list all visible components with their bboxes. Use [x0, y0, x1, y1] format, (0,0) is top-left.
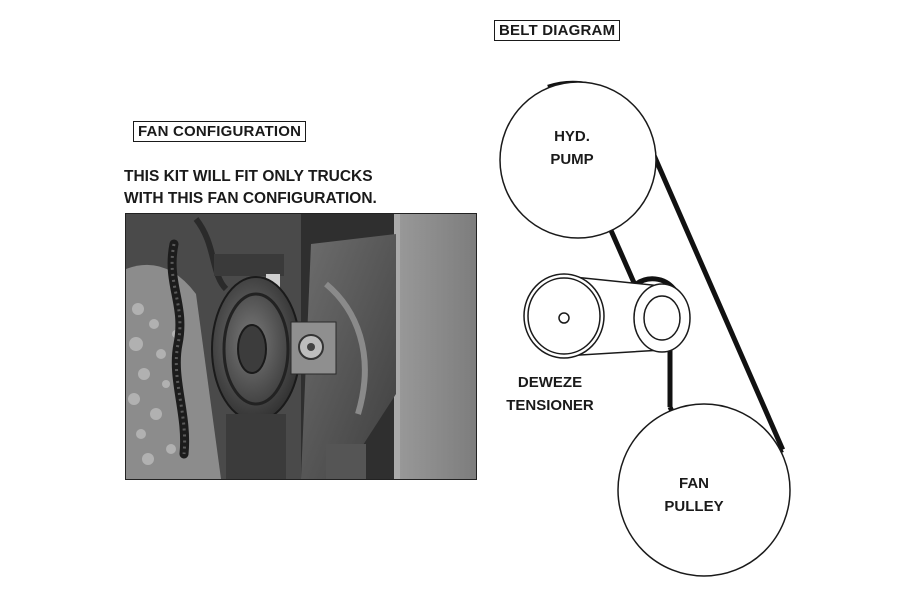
- pump-label-line-1: HYD.: [554, 128, 590, 145]
- tensioner-label-line-2: TENSIONER: [506, 397, 594, 414]
- fan-pulley-label-line-1: FAN: [679, 475, 709, 492]
- kit-note-line-2: WITH THIS FAN CONFIGURATION.: [124, 190, 377, 207]
- kit-note-line-1: THIS KIT WILL FIT ONLY TRUCKS: [124, 168, 373, 185]
- kit-fit-note: THIS KIT WILL FIT ONLY TRUCKS WITH THIS …: [124, 166, 377, 210]
- belt-routing-diagram: [499, 80, 791, 577]
- tensioner-body-face: [527, 277, 601, 355]
- belt-outer-run: [649, 149, 785, 451]
- tensioner-label-line-1: DEWEZE: [517, 374, 583, 391]
- fan-configuration-photo: [125, 213, 477, 480]
- hydraulic-pump-pulley: [499, 81, 657, 239]
- fan-pulley-label-line-2: PULLEY: [664, 498, 724, 515]
- belt-diagram-title: BELT DIAGRAM: [494, 20, 621, 41]
- tensioner-pivot-hole: [558, 312, 570, 324]
- fan-configuration-title: FAN CONFIGURATION: [133, 121, 307, 142]
- hydraulic-pump-label: HYD. PUMP: [536, 125, 608, 171]
- pump-label-line-2: PUMP: [550, 151, 594, 168]
- tensioner-label: DEWEZE TENSIONER: [492, 371, 608, 417]
- fan-pulley-label: FAN PULLEY: [652, 472, 736, 518]
- tensioner-idler-pulley: [633, 283, 691, 353]
- tensioner-idler-hub: [643, 295, 681, 341]
- fan-pulley: [617, 403, 791, 577]
- engine-fan-photo-illustration: [126, 214, 476, 479]
